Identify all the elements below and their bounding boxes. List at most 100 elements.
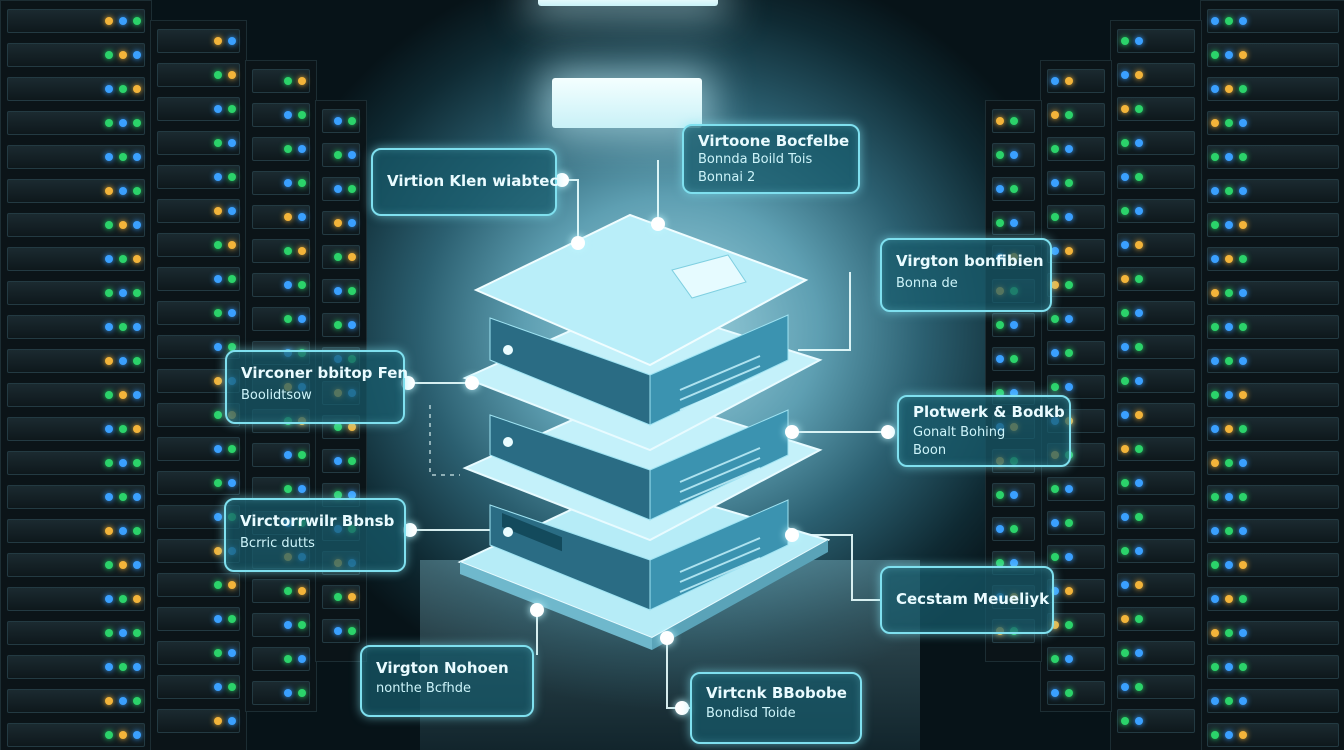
status-led [298, 621, 306, 629]
status-led [1135, 343, 1143, 351]
status-led [105, 697, 113, 705]
status-led [133, 663, 141, 671]
rack-unit [7, 145, 145, 169]
status-led [284, 281, 292, 289]
status-led [996, 525, 1004, 533]
connector-node [403, 523, 417, 537]
status-led [1010, 185, 1018, 193]
status-led [1225, 561, 1233, 569]
status-led [119, 561, 127, 569]
connector-node [785, 528, 799, 542]
rack-unit [157, 63, 240, 87]
status-led [284, 587, 292, 595]
status-led [1121, 717, 1129, 725]
rack-unit [1117, 607, 1195, 631]
status-led [1121, 37, 1129, 45]
status-led [1225, 663, 1233, 671]
status-led [119, 51, 127, 59]
status-led [119, 459, 127, 467]
rack-unit [1117, 301, 1195, 325]
status-led [214, 241, 222, 249]
label-top-right: Virtoone Bocfelbe Bonnda Boild Tois Bonn… [682, 124, 860, 194]
status-led [334, 457, 342, 465]
status-led [1065, 587, 1073, 595]
status-led [228, 479, 236, 487]
status-led [298, 281, 306, 289]
label-text: Plotwerk & Bodkb [913, 403, 1065, 421]
status-led [228, 71, 236, 79]
status-led [298, 247, 306, 255]
rack-unit [1117, 437, 1195, 461]
status-led [298, 587, 306, 595]
status-led [1051, 519, 1059, 527]
status-led [1211, 17, 1219, 25]
server-stack [457, 213, 830, 650]
status-led [334, 151, 342, 159]
connector-node [465, 376, 479, 390]
rack-unit [157, 131, 240, 155]
label-text: Virgton Nohoen [376, 659, 509, 677]
rack-unit [1117, 63, 1195, 87]
status-led [228, 173, 236, 181]
status-led [133, 425, 141, 433]
ceiling-light [538, 0, 718, 6]
status-led [284, 77, 292, 85]
label-text: Cecstam Meueliyk [896, 590, 1050, 608]
status-led [133, 323, 141, 331]
status-led [996, 151, 1004, 159]
status-led [1225, 425, 1233, 433]
status-led [1239, 51, 1247, 59]
rack-unit [1047, 613, 1105, 637]
status-led [214, 139, 222, 147]
label-bottom-right: Virtcnk BBobobe Bondisd Toide [690, 672, 862, 744]
status-led [1065, 213, 1073, 221]
status-led [1239, 731, 1247, 739]
status-led [298, 451, 306, 459]
status-led [1225, 697, 1233, 705]
label-text: Virtion Klen wiabtec [387, 172, 559, 190]
status-led [1135, 207, 1143, 215]
status-led [133, 255, 141, 263]
status-led [1051, 77, 1059, 85]
status-led [1121, 513, 1129, 521]
status-led [1239, 323, 1247, 331]
rack-unit [157, 97, 240, 121]
status-led [334, 423, 342, 431]
status-led [1121, 275, 1129, 283]
status-led [1225, 17, 1233, 25]
status-led [1051, 349, 1059, 357]
label-subtext: Bonnai 2 [698, 170, 756, 185]
label-text: Virtoone Bocfelbe [698, 132, 850, 150]
status-led [133, 629, 141, 637]
status-led [996, 185, 1004, 193]
status-led [1065, 111, 1073, 119]
status-led [133, 731, 141, 739]
status-led [105, 629, 113, 637]
status-led [1135, 683, 1143, 691]
status-led [1121, 309, 1129, 317]
status-led [214, 207, 222, 215]
status-led [119, 391, 127, 399]
status-led [1051, 383, 1059, 391]
status-led [119, 731, 127, 739]
status-led [348, 287, 356, 295]
status-led [119, 221, 127, 229]
status-led [1065, 281, 1073, 289]
connector-node [881, 425, 895, 439]
status-led [298, 655, 306, 663]
status-led [1211, 119, 1219, 127]
status-led [214, 615, 222, 623]
status-led [214, 37, 222, 45]
status-led [348, 593, 356, 601]
status-led [1065, 247, 1073, 255]
status-led [105, 17, 113, 25]
status-led [228, 615, 236, 623]
status-led [1121, 71, 1129, 79]
status-led [1225, 493, 1233, 501]
rack-unit [157, 573, 240, 597]
status-led [1211, 493, 1219, 501]
status-led [133, 391, 141, 399]
status-led [1225, 221, 1233, 229]
